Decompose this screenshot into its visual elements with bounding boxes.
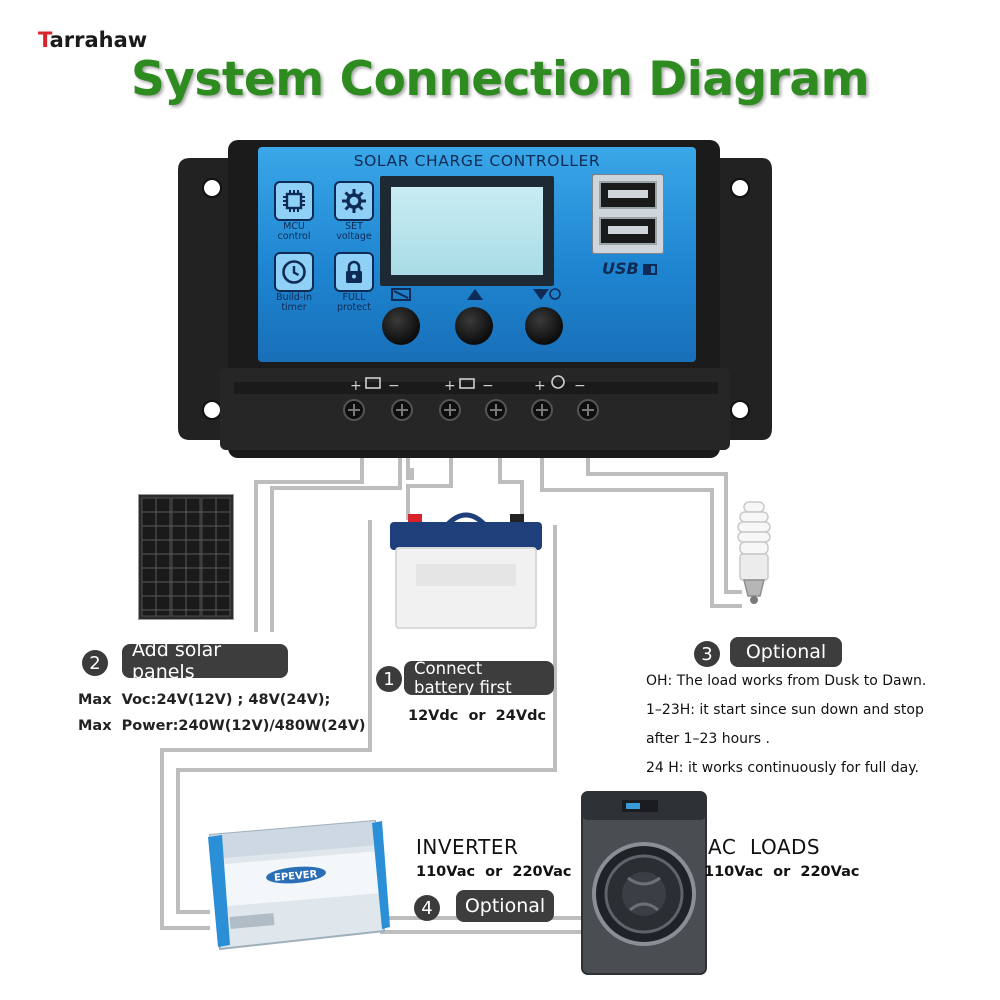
terminal-screws <box>343 399 599 421</box>
load-mode-line: 1–23H: it start since sun down and stop <box>646 702 924 718</box>
inverter-brand-text: EPEVER <box>274 869 318 884</box>
battery-icon-large <box>390 512 542 629</box>
wire-battery-inverter-2 <box>176 525 557 914</box>
svg-text:−: − <box>388 378 400 394</box>
ac-loads-title: AC LOADS <box>708 835 821 859</box>
step-number-4: 4 <box>414 895 440 921</box>
light-bulb-icon <box>737 501 771 604</box>
controller-label: SOLAR CHARGE CONTROLLER <box>353 152 601 170</box>
usb-label: USB <box>602 259 657 278</box>
load-mode-line: after 1–23 hours . <box>646 731 771 747</box>
page-title: System Connection Diagram <box>130 52 870 107</box>
solar-label: Add solar panels <box>122 639 288 683</box>
load-mode-line: 24 H: it works continuously for full day… <box>646 760 919 776</box>
svg-text:+: + <box>444 378 456 394</box>
wire-battery-negative <box>498 448 524 520</box>
down-light-icon <box>533 288 561 300</box>
button-symbols <box>391 288 561 301</box>
battery-icon <box>642 264 657 275</box>
solar-panel-icon <box>138 494 234 620</box>
down-button[interactable] <box>525 307 563 345</box>
wire-solar-positive <box>254 448 364 632</box>
brand-rest: arrahaw <box>49 28 148 52</box>
svg-text:+: + <box>350 378 362 394</box>
step-number-3: 3 <box>694 641 720 667</box>
wire-battery-inverter-1 <box>160 520 372 930</box>
load-mode-line: OH: The load works from Dusk to Dawn. <box>646 673 927 689</box>
step-number-1: 1 <box>376 666 402 692</box>
battery-voltage: 12Vdc or 24Vdc <box>408 708 547 724</box>
solar-spec-power: Max Power:240W(12V)/480W(24V) <box>78 718 366 734</box>
up-arrow-icon <box>467 289 483 300</box>
clock-icon <box>274 252 314 292</box>
wire-load-positive <box>540 452 742 608</box>
load-optional-label: Optional <box>730 637 842 667</box>
usb-ports <box>592 174 664 254</box>
svg-text:−: − <box>482 378 494 394</box>
wire-solar-negative-run <box>270 452 402 632</box>
battery-label: Connect battery first <box>404 659 554 697</box>
wire-load-negative <box>586 452 742 594</box>
lock-icon <box>334 252 374 292</box>
menu-symbol-icon <box>391 288 411 301</box>
step-number-2: 2 <box>82 650 108 676</box>
solar-spec-voc: Max Voc:24V(12V) ; 48V(24V); <box>78 692 331 708</box>
up-button[interactable] <box>455 307 493 345</box>
ac-loads-voltage: 110Vac or 220Vac <box>704 864 860 880</box>
inverter-icon: EPEVER <box>208 819 390 951</box>
wire-battery-positive <box>406 452 453 520</box>
brand-first-letter: T <box>38 28 50 52</box>
lcd-display <box>380 176 554 286</box>
gear-icon <box>334 181 374 221</box>
inverter-optional-label: Optional <box>456 890 554 922</box>
menu-button[interactable] <box>382 307 420 345</box>
inverter-title: INVERTER <box>416 835 519 859</box>
washing-machine-icon <box>581 791 707 975</box>
svg-text:+: + <box>534 378 546 394</box>
brand-logo-text: Tarrahaw <box>38 28 147 52</box>
chip-icon <box>274 181 314 221</box>
svg-text:−: − <box>574 378 586 394</box>
wire-solar-negative <box>406 448 414 480</box>
inverter-voltage: 110Vac or 220Vac <box>416 864 572 880</box>
